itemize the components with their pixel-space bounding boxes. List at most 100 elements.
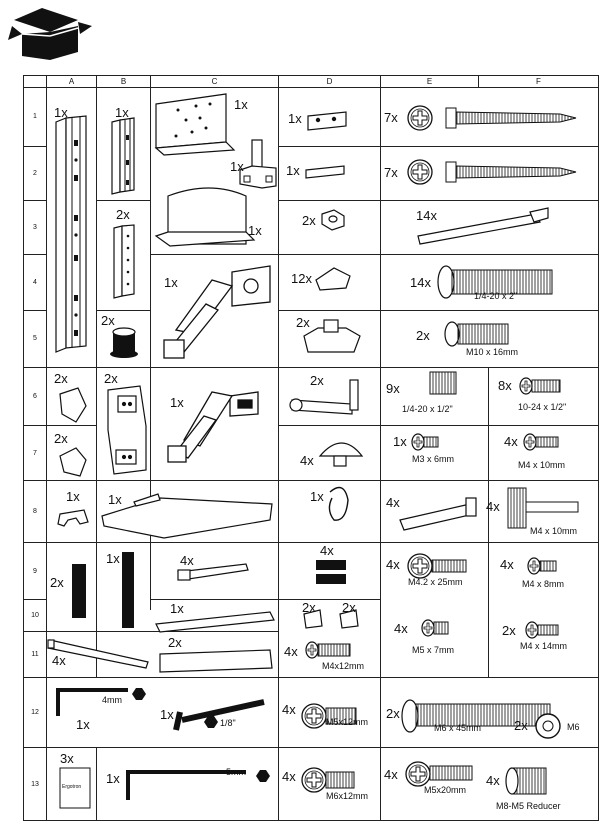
cover-strip-icon: [159, 649, 273, 673]
nut-plate-icon: [307, 111, 347, 131]
qty-f7: 4x: [504, 434, 518, 449]
arm-extension-icon: [289, 379, 359, 415]
washer-icon: [535, 713, 561, 739]
self-tapping-screw-icon: [407, 159, 577, 185]
m5-12-screw-icon: [301, 703, 357, 729]
size-b13: 5mm: [226, 767, 246, 777]
m5-7-screw-icon: [421, 619, 449, 637]
m4-12-screw-icon: [305, 641, 351, 659]
spec-e5: M10 x 16mm: [466, 347, 519, 357]
thumb-screw-icon: [507, 487, 579, 529]
qty-a1: 1x: [54, 105, 68, 120]
hex-key-4mm-icon: [56, 688, 128, 716]
qty-a13: 3x: [60, 751, 74, 766]
qty-d1: 1x: [288, 111, 302, 126]
row-number-5: 5: [33, 335, 37, 342]
qty-e1: 7x: [384, 110, 398, 125]
cable-clip-icon: [328, 486, 349, 521]
hex-key-18-icon: [173, 699, 265, 731]
short-rail-icon: [111, 117, 135, 195]
qty-e6: 9x: [386, 381, 400, 396]
row-number-1: 1: [33, 113, 37, 120]
qty-d2: 1x: [286, 163, 300, 178]
set-screw-icon: [429, 371, 457, 395]
pivot-post-icon: [239, 139, 277, 189]
size-c12: 1/8": [220, 718, 236, 728]
spec-e9: M4.2 x 25mm: [408, 577, 463, 587]
ergotron-card-icon: [59, 767, 91, 809]
row-number-9: 9: [33, 568, 37, 575]
spec-e10: M5 x 7mm: [412, 645, 455, 655]
qty-e5: 2x: [416, 328, 430, 343]
velcro-strip-icon: [72, 564, 86, 618]
qty-f8: 4x: [486, 499, 500, 514]
spec-d13: M6x12mm: [326, 791, 369, 801]
spec-f10: M4 x 14mm: [520, 641, 568, 651]
m4-8-screw-icon: [527, 557, 557, 575]
row-number-13: 13: [31, 781, 39, 788]
qty-b5: 2x: [101, 313, 115, 328]
qty-d12: 4x: [282, 702, 296, 717]
qty-e3: 14x: [416, 208, 437, 223]
reducer-icon: [505, 767, 547, 795]
qty-a9: 2x: [50, 575, 64, 590]
qty-d6: 2x: [310, 373, 324, 388]
row-number-10: 10: [31, 612, 39, 619]
qty-c12: 1x: [160, 707, 174, 722]
qty-a6: 2x: [54, 371, 68, 386]
spec-f13: M8-M5 Reducer: [496, 801, 561, 811]
qty-c1: 1x: [234, 97, 248, 112]
qty-a8: 1x: [66, 489, 80, 504]
qty-d10-left: 2x: [302, 600, 316, 615]
qty-c11: 2x: [168, 635, 182, 650]
cable-clamp-icon: [107, 385, 147, 475]
qty-b3: 2x: [116, 207, 130, 222]
qty-e9: 4x: [386, 557, 400, 572]
row-number-6: 6: [33, 393, 37, 400]
threaded-insert-icon: [303, 319, 361, 353]
spec-d11: M4x12mm: [322, 661, 365, 671]
qty-c2: 1x: [230, 159, 244, 174]
wall-anchor-icon: [417, 207, 549, 245]
m4-14-screw-icon: [525, 621, 559, 639]
pole-cap-icon: [110, 327, 138, 358]
m5-20-screw-icon: [405, 761, 473, 787]
shelf-tray-icon: [101, 493, 273, 539]
qty-f9: 4x: [500, 557, 514, 572]
size-a12: 4mm: [102, 695, 122, 705]
spec-e12: M6 x 45mm: [434, 723, 482, 733]
qty-d10-right: 2x: [342, 600, 356, 615]
row-number-4: 4: [33, 279, 37, 286]
qty-a12: 1x: [76, 717, 90, 732]
m3-screw-icon: [411, 433, 439, 451]
qty-b8: 1x: [108, 492, 122, 507]
corner-clip-2-icon: [59, 447, 87, 477]
spec-e13: M5x20mm: [424, 785, 467, 795]
mushroom-plug-icon: [318, 442, 364, 467]
qty-a11: 4x: [52, 653, 66, 668]
qty-d9: 4x: [320, 543, 334, 558]
row-number-2: 2: [33, 170, 37, 177]
m4-25-screw-icon: [407, 553, 467, 579]
m6-12-screw-icon: [301, 767, 355, 793]
column-header-c: C: [211, 77, 218, 86]
spec-f7: M4 x 10mm: [518, 460, 566, 470]
qty-d13: 4x: [282, 769, 296, 784]
qty-d4: 12x: [291, 271, 312, 286]
ergotron-logo: Ergotron: [62, 784, 82, 790]
qty-d7: 4x: [300, 453, 314, 468]
m10-bolt-icon: [444, 321, 509, 347]
edge-strip-icon: [155, 611, 275, 633]
hex-nut-icon: [321, 209, 345, 231]
spec-e12-washer: M6: [567, 722, 580, 732]
spec-e7: M3 x 6mm: [412, 454, 455, 464]
qty-e12: 2x: [386, 706, 400, 721]
spec-f6: 10-24 x 1/2": [518, 402, 567, 412]
qty-d5: 2x: [296, 315, 310, 330]
qty-e8: 4x: [386, 495, 400, 510]
m6-45-bolt-icon: [401, 699, 551, 733]
spec-d12: M5x12mm: [326, 717, 369, 727]
row-number-7: 7: [33, 450, 37, 457]
qty-d3: 2x: [302, 213, 316, 228]
spec-e4: 1/4-20 x 2": [474, 291, 518, 301]
